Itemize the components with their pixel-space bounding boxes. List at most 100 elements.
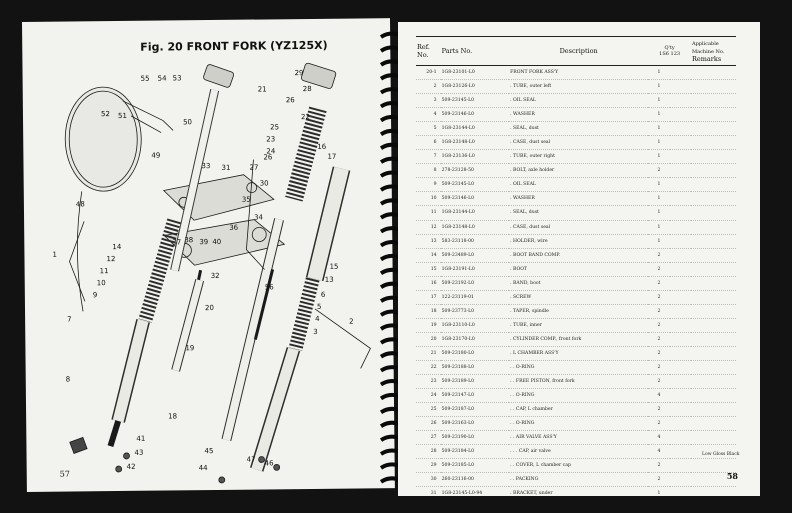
callout-29: 29 <box>295 69 304 77</box>
row-parts-no: 509-23163-L0 <box>440 416 510 432</box>
row-parts-no: 509-23147-L0 <box>440 388 510 404</box>
callout-35: 35 <box>242 196 251 204</box>
row-ref-no: 17 <box>416 290 441 305</box>
row-quantity: 2 <box>648 472 670 488</box>
row-remarks <box>691 486 736 496</box>
row-quantity-alt <box>669 107 691 123</box>
row-parts-no: 1G8-23145-L0-94 <box>440 486 510 496</box>
row-remarks <box>691 430 736 446</box>
row-description: . . AIR VALVE ASS'Y <box>509 430 649 446</box>
callout-7: 7 <box>67 315 72 323</box>
row-ref-no: 24 <box>416 388 441 404</box>
callout-20: 20 <box>205 304 214 312</box>
row-ref-no: 4 <box>416 107 441 123</box>
row-ref-no: 22 <box>416 360 441 376</box>
row-parts-no: 509-23190-L0 <box>440 430 510 446</box>
row-description: . L CHAMBER ASS'Y <box>509 346 649 361</box>
row-quantity-alt <box>669 304 691 319</box>
row-quantity-alt <box>669 346 691 361</box>
row-quantity-alt <box>669 191 691 207</box>
row-ref-no: 20 <box>416 332 441 347</box>
callout-15: 15 <box>330 263 339 271</box>
callout-31: 31 <box>221 164 230 172</box>
header-remarks: Applicable Machine No. Remarks <box>691 36 736 66</box>
callout-11: 11 <box>100 267 109 275</box>
row-parts-no: 278-23128-50 <box>440 163 510 179</box>
left-page: Fig. 20 FRONT FORK (YZ125X) <box>22 18 395 492</box>
row-parts-no: 1G8-23191-L0 <box>440 262 510 277</box>
row-description: . . . CAP, air valve <box>509 444 649 460</box>
callout-53: 53 <box>173 74 182 82</box>
callout-9: 9 <box>93 291 98 299</box>
row-ref-no: 20-1 <box>416 65 441 81</box>
row-quantity-alt <box>669 177 691 193</box>
header-qty: Q'ty 1S6 123 <box>648 36 691 66</box>
row-ref-no: 29 <box>416 458 441 474</box>
row-remarks <box>691 149 736 165</box>
row-ref-no: 25 <box>416 402 441 418</box>
row-quantity-alt <box>669 234 691 249</box>
row-quantity: 2 <box>648 458 670 474</box>
row-parts-no: 1G8-23170-L0 <box>440 332 510 347</box>
row-remarks <box>691 93 736 109</box>
row-description: . . PACKING <box>509 472 649 488</box>
row-description: . CASE, dust seal <box>509 220 649 235</box>
callout-33: 33 <box>201 162 210 170</box>
row-remarks <box>691 346 736 361</box>
row-description: . SEAL, dust <box>509 205 649 221</box>
row-ref-no: 8 <box>416 163 441 179</box>
left-page-number: 57 <box>59 469 70 479</box>
row-quantity-alt <box>669 374 691 390</box>
row-quantity: 2 <box>648 374 670 390</box>
row-description: . WASHER <box>509 107 649 123</box>
row-quantity: 2 <box>648 416 670 432</box>
row-remarks <box>691 304 736 319</box>
parts-table: Ref. No. Parts No. Description Q'ty 1S6 … <box>416 36 736 496</box>
row-description: . BRACKET, under <box>509 486 649 496</box>
row-quantity: 4 <box>648 430 670 446</box>
row-quantity: 2 <box>648 360 670 376</box>
callout-34: 34 <box>254 213 264 221</box>
row-description: . TUBE, inner <box>509 318 649 333</box>
row-parts-no: 1G8-23148-L0 <box>440 220 510 235</box>
callout-56: 56 <box>265 283 275 291</box>
callout-54: 54 <box>158 74 168 82</box>
row-quantity: 1 <box>648 191 670 207</box>
row-quantity: 4 <box>648 388 670 404</box>
header-parts-no: Parts No. <box>440 36 510 66</box>
row-parts-no: 509-23146-L0 <box>440 107 510 123</box>
header-qty-label: Q'ty <box>664 45 675 51</box>
row-quantity-alt <box>669 486 691 496</box>
parts-table-header: Ref. No. Parts No. Description Q'ty 1S6 … <box>416 36 736 66</box>
row-quantity: 1 <box>648 220 670 235</box>
callout-21: 21 <box>258 85 267 93</box>
row-ref-no: 23 <box>416 374 441 390</box>
row-remarks <box>691 388 736 404</box>
row-parts-no: 509-23185-L0 <box>440 458 510 474</box>
callout-17: 17 <box>327 153 336 161</box>
callout-18: 18 <box>168 412 177 420</box>
callout-26b: 26 <box>263 153 273 161</box>
right-page-number: 58 <box>726 471 738 481</box>
row-parts-no: 1G8-23110-L0 <box>440 318 510 333</box>
row-remarks <box>691 318 736 333</box>
callout-41: 41 <box>136 435 145 443</box>
row-ref-no: 13 <box>416 234 441 249</box>
callout-19: 19 <box>185 344 194 352</box>
row-remarks <box>691 332 736 347</box>
row-quantity: 1 <box>648 234 670 249</box>
row-remarks <box>691 472 736 488</box>
row-description: . BOOT <box>509 262 649 277</box>
